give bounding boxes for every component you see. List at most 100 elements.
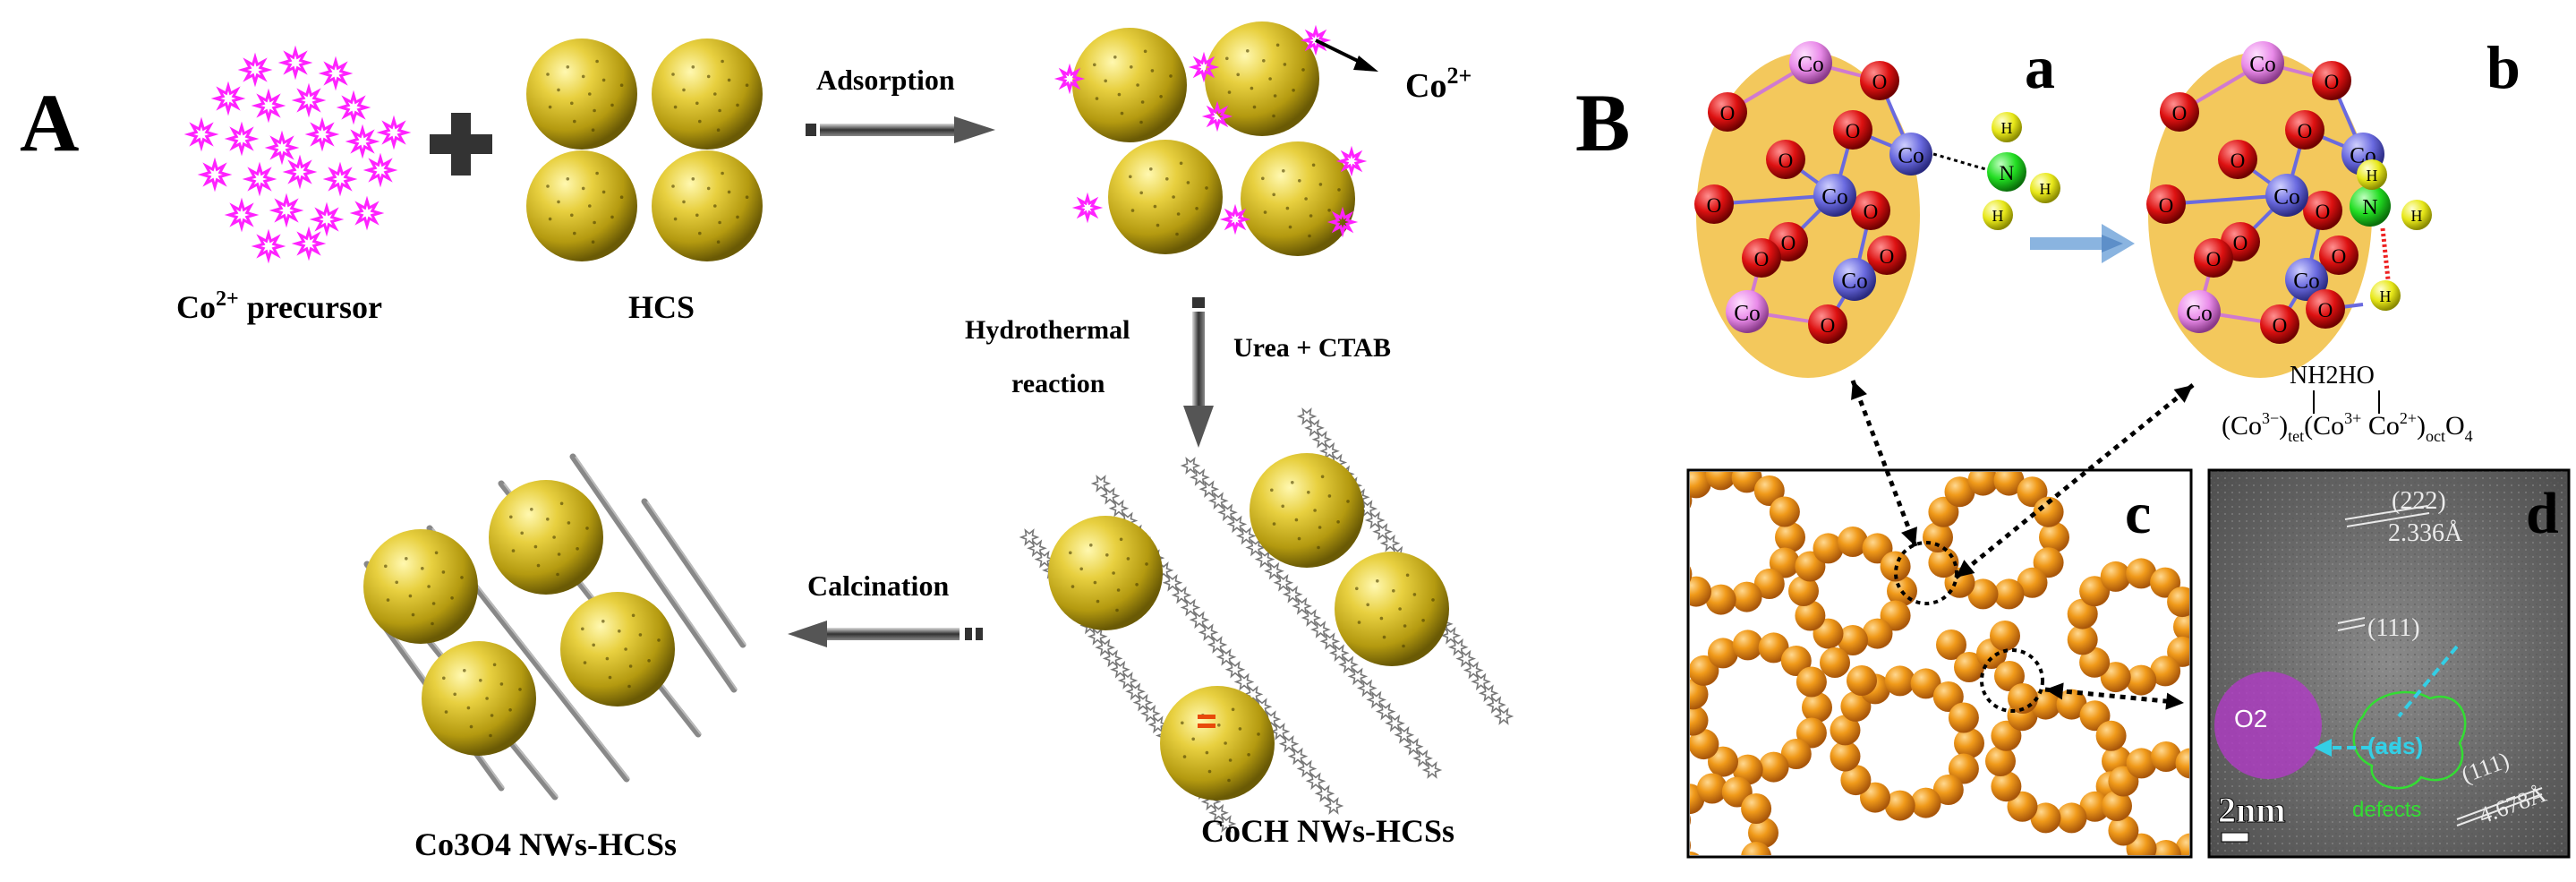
precursor-star bbox=[216, 86, 241, 111]
hcs-spheres bbox=[526, 39, 763, 261]
co-ion-arrow bbox=[1316, 40, 1378, 72]
svg-text:O: O bbox=[1720, 101, 1736, 124]
oxygen-atom: O bbox=[2306, 289, 2345, 329]
svg-text:O: O bbox=[2206, 247, 2222, 270]
precursor-star bbox=[287, 159, 312, 184]
orange-sphere bbox=[1660, 805, 1691, 835]
nitrogen-atom: N bbox=[1987, 152, 2026, 192]
oxygen-atom: O bbox=[1860, 61, 1899, 100]
oxygen-atom: O bbox=[1851, 191, 1890, 230]
precursor-star bbox=[296, 231, 321, 256]
precursor-star bbox=[296, 88, 321, 113]
precursor-star bbox=[350, 129, 375, 154]
orange-sphere bbox=[1885, 665, 1915, 696]
precursor-star bbox=[310, 122, 335, 147]
hydrogen-atom: H bbox=[2370, 280, 2401, 311]
hcs-sphere bbox=[526, 39, 637, 150]
svg-text:O: O bbox=[2318, 298, 2333, 321]
adsorbed-star bbox=[1341, 150, 1362, 172]
svg-text:O: O bbox=[1754, 247, 1770, 270]
precursor-star bbox=[368, 158, 393, 183]
hydrogen-atom: H bbox=[2401, 200, 2432, 230]
sub-d-label: d bbox=[2526, 481, 2559, 546]
orange-sphere bbox=[1994, 578, 2025, 609]
sub-b-label: b bbox=[2486, 33, 2521, 101]
orange-sphere bbox=[1706, 459, 1736, 490]
svg-text:Co: Co bbox=[2249, 53, 2275, 77]
precursor-star bbox=[243, 57, 268, 82]
oxygen-atom: O bbox=[2260, 304, 2299, 344]
calcination-label: Calcination bbox=[807, 569, 949, 602]
coch-label: CoCH NWs-HCSs bbox=[1201, 813, 1454, 849]
svg-text:Co: Co bbox=[2273, 185, 2299, 210]
oxygen-atom: O bbox=[1708, 92, 1747, 132]
cobalt-atom: Co bbox=[1889, 133, 1932, 176]
orange-sphere bbox=[1770, 497, 1800, 527]
oxygen-atom: O bbox=[2218, 140, 2257, 179]
orange-sphere bbox=[1733, 629, 1763, 660]
cobalt-atom: Co bbox=[1813, 174, 1856, 217]
oxygen-atom: O bbox=[2160, 92, 2199, 132]
orange-sphere bbox=[2057, 802, 2087, 833]
orange-sphere bbox=[1949, 703, 1979, 733]
precursor-star bbox=[283, 50, 308, 75]
o2-label: O2 bbox=[2234, 705, 2267, 732]
coch-composite bbox=[1021, 409, 1512, 831]
orange-sphere bbox=[1678, 706, 1709, 736]
co3o4-label: Co3O4 NWs-HCSs bbox=[414, 826, 677, 862]
orange-sphere bbox=[1741, 793, 1771, 824]
hydrogen-atom: H bbox=[1992, 112, 2022, 142]
oxygen-atom: O bbox=[1833, 110, 1872, 150]
oxygen-atom: O bbox=[1766, 140, 1805, 179]
svg-text:O: O bbox=[1872, 70, 1888, 93]
svg-text:H: H bbox=[1992, 207, 2004, 225]
hcs-sphere bbox=[1072, 28, 1187, 142]
orange-sphere bbox=[1820, 647, 1850, 678]
lattice-222-label: (222) bbox=[2392, 487, 2446, 515]
adsorbed-spheres bbox=[1059, 21, 1362, 256]
nh2ho-label: NH2HO bbox=[2290, 362, 2375, 390]
hydrogen-atom: H bbox=[2030, 173, 2060, 203]
svg-text:O: O bbox=[2298, 119, 2313, 142]
orange-sphere bbox=[1759, 752, 1789, 783]
precursor-star bbox=[269, 135, 294, 160]
cobalt-atom: Co bbox=[1726, 290, 1769, 333]
sub-a-label: a bbox=[2025, 33, 2055, 101]
panel-b-label: B bbox=[1575, 77, 1630, 168]
svg-text:Co: Co bbox=[1898, 144, 1923, 168]
svg-text:O: O bbox=[1880, 244, 1895, 268]
orange-sphere bbox=[1660, 830, 1691, 861]
svg-text:Co: Co bbox=[2186, 302, 2212, 326]
adsorbed-star bbox=[1059, 68, 1080, 90]
orange-sphere bbox=[1796, 667, 1827, 698]
cobalt-atom: Co bbox=[2265, 174, 2308, 217]
formula-label: (Co3−)tet(Co3+ Co2+)octO4 bbox=[2222, 409, 2473, 445]
sub-c-label: c bbox=[2125, 481, 2151, 546]
oxygen-atom: O bbox=[1694, 184, 1734, 224]
blue-transfer-arrow bbox=[2030, 224, 2135, 263]
orange-sphere bbox=[1722, 859, 1753, 882]
orange-sphere bbox=[1775, 522, 1805, 552]
ads-label: (ads) bbox=[2367, 732, 2423, 759]
orange-sphere bbox=[1651, 509, 1682, 539]
hydrothermal-arrow bbox=[1183, 297, 1214, 448]
hcs-sphere bbox=[652, 39, 763, 150]
cobalt-atom: Co bbox=[1789, 41, 1832, 84]
precursor-star bbox=[202, 162, 227, 187]
precursor-star bbox=[229, 202, 254, 227]
svg-text:O: O bbox=[2324, 70, 2340, 93]
hcs-sphere bbox=[652, 150, 763, 261]
orange-sphere bbox=[1681, 577, 1711, 607]
hcs-sphere bbox=[422, 641, 536, 756]
svg-text:O: O bbox=[1781, 231, 1796, 254]
orange-sphere bbox=[2039, 522, 2069, 552]
co-ion-label: Co2+ bbox=[1405, 63, 1471, 105]
orange-sphere bbox=[1847, 665, 1877, 696]
orange-sphere bbox=[2096, 721, 2127, 751]
orange-sphere bbox=[1991, 771, 2021, 801]
svg-text:O: O bbox=[2316, 200, 2331, 223]
adsorbed-star bbox=[1224, 209, 1246, 230]
svg-text:H: H bbox=[2001, 119, 2013, 137]
